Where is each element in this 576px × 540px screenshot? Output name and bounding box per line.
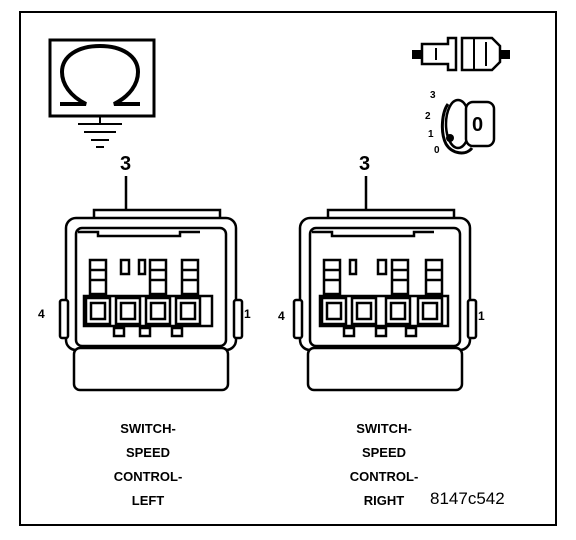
pin-terminals-left: [82, 258, 214, 338]
caption-line: CONTROL-: [114, 469, 183, 484]
ignition-key-icon: 3 2 1 0 0: [425, 90, 496, 156]
pin-terminals-right: [318, 258, 450, 338]
ohmmeter-icon: [48, 38, 156, 148]
pin-number-1-left: 1: [244, 307, 251, 321]
pin-number-4-right: 4: [278, 309, 285, 323]
caption-line: SPEED: [362, 445, 406, 460]
caption-line: CONTROL-: [350, 469, 419, 484]
caption-line: SWITCH-: [120, 421, 176, 436]
pin-number-4-left: 4: [38, 307, 45, 321]
figure-id: 8147c542: [430, 489, 505, 508]
key-position-1: 1: [428, 129, 434, 140]
caption-line: LEFT: [132, 493, 165, 508]
key-position-0: 0: [434, 145, 440, 156]
connector-left: 3: [38, 153, 251, 508]
connector-caption-right: SWITCH- SPEED CONTROL- RIGHT: [350, 421, 419, 508]
connector-right: 3: [278, 153, 485, 508]
disconnect-connector-icon: [412, 36, 510, 72]
caption-line: SPEED: [126, 445, 170, 460]
key-position-2: 2: [425, 111, 431, 122]
pin-number-1-right: 1: [478, 309, 485, 323]
key-position-3: 3: [430, 90, 436, 101]
callout-number-left: 3: [120, 153, 131, 175]
callout-number-right: 3: [359, 153, 370, 175]
key-label: 0: [472, 114, 483, 136]
connector-caption-left: SWITCH- SPEED CONTROL- LEFT: [114, 421, 183, 508]
caption-line: RIGHT: [364, 493, 405, 508]
caption-line: SWITCH-: [356, 421, 412, 436]
